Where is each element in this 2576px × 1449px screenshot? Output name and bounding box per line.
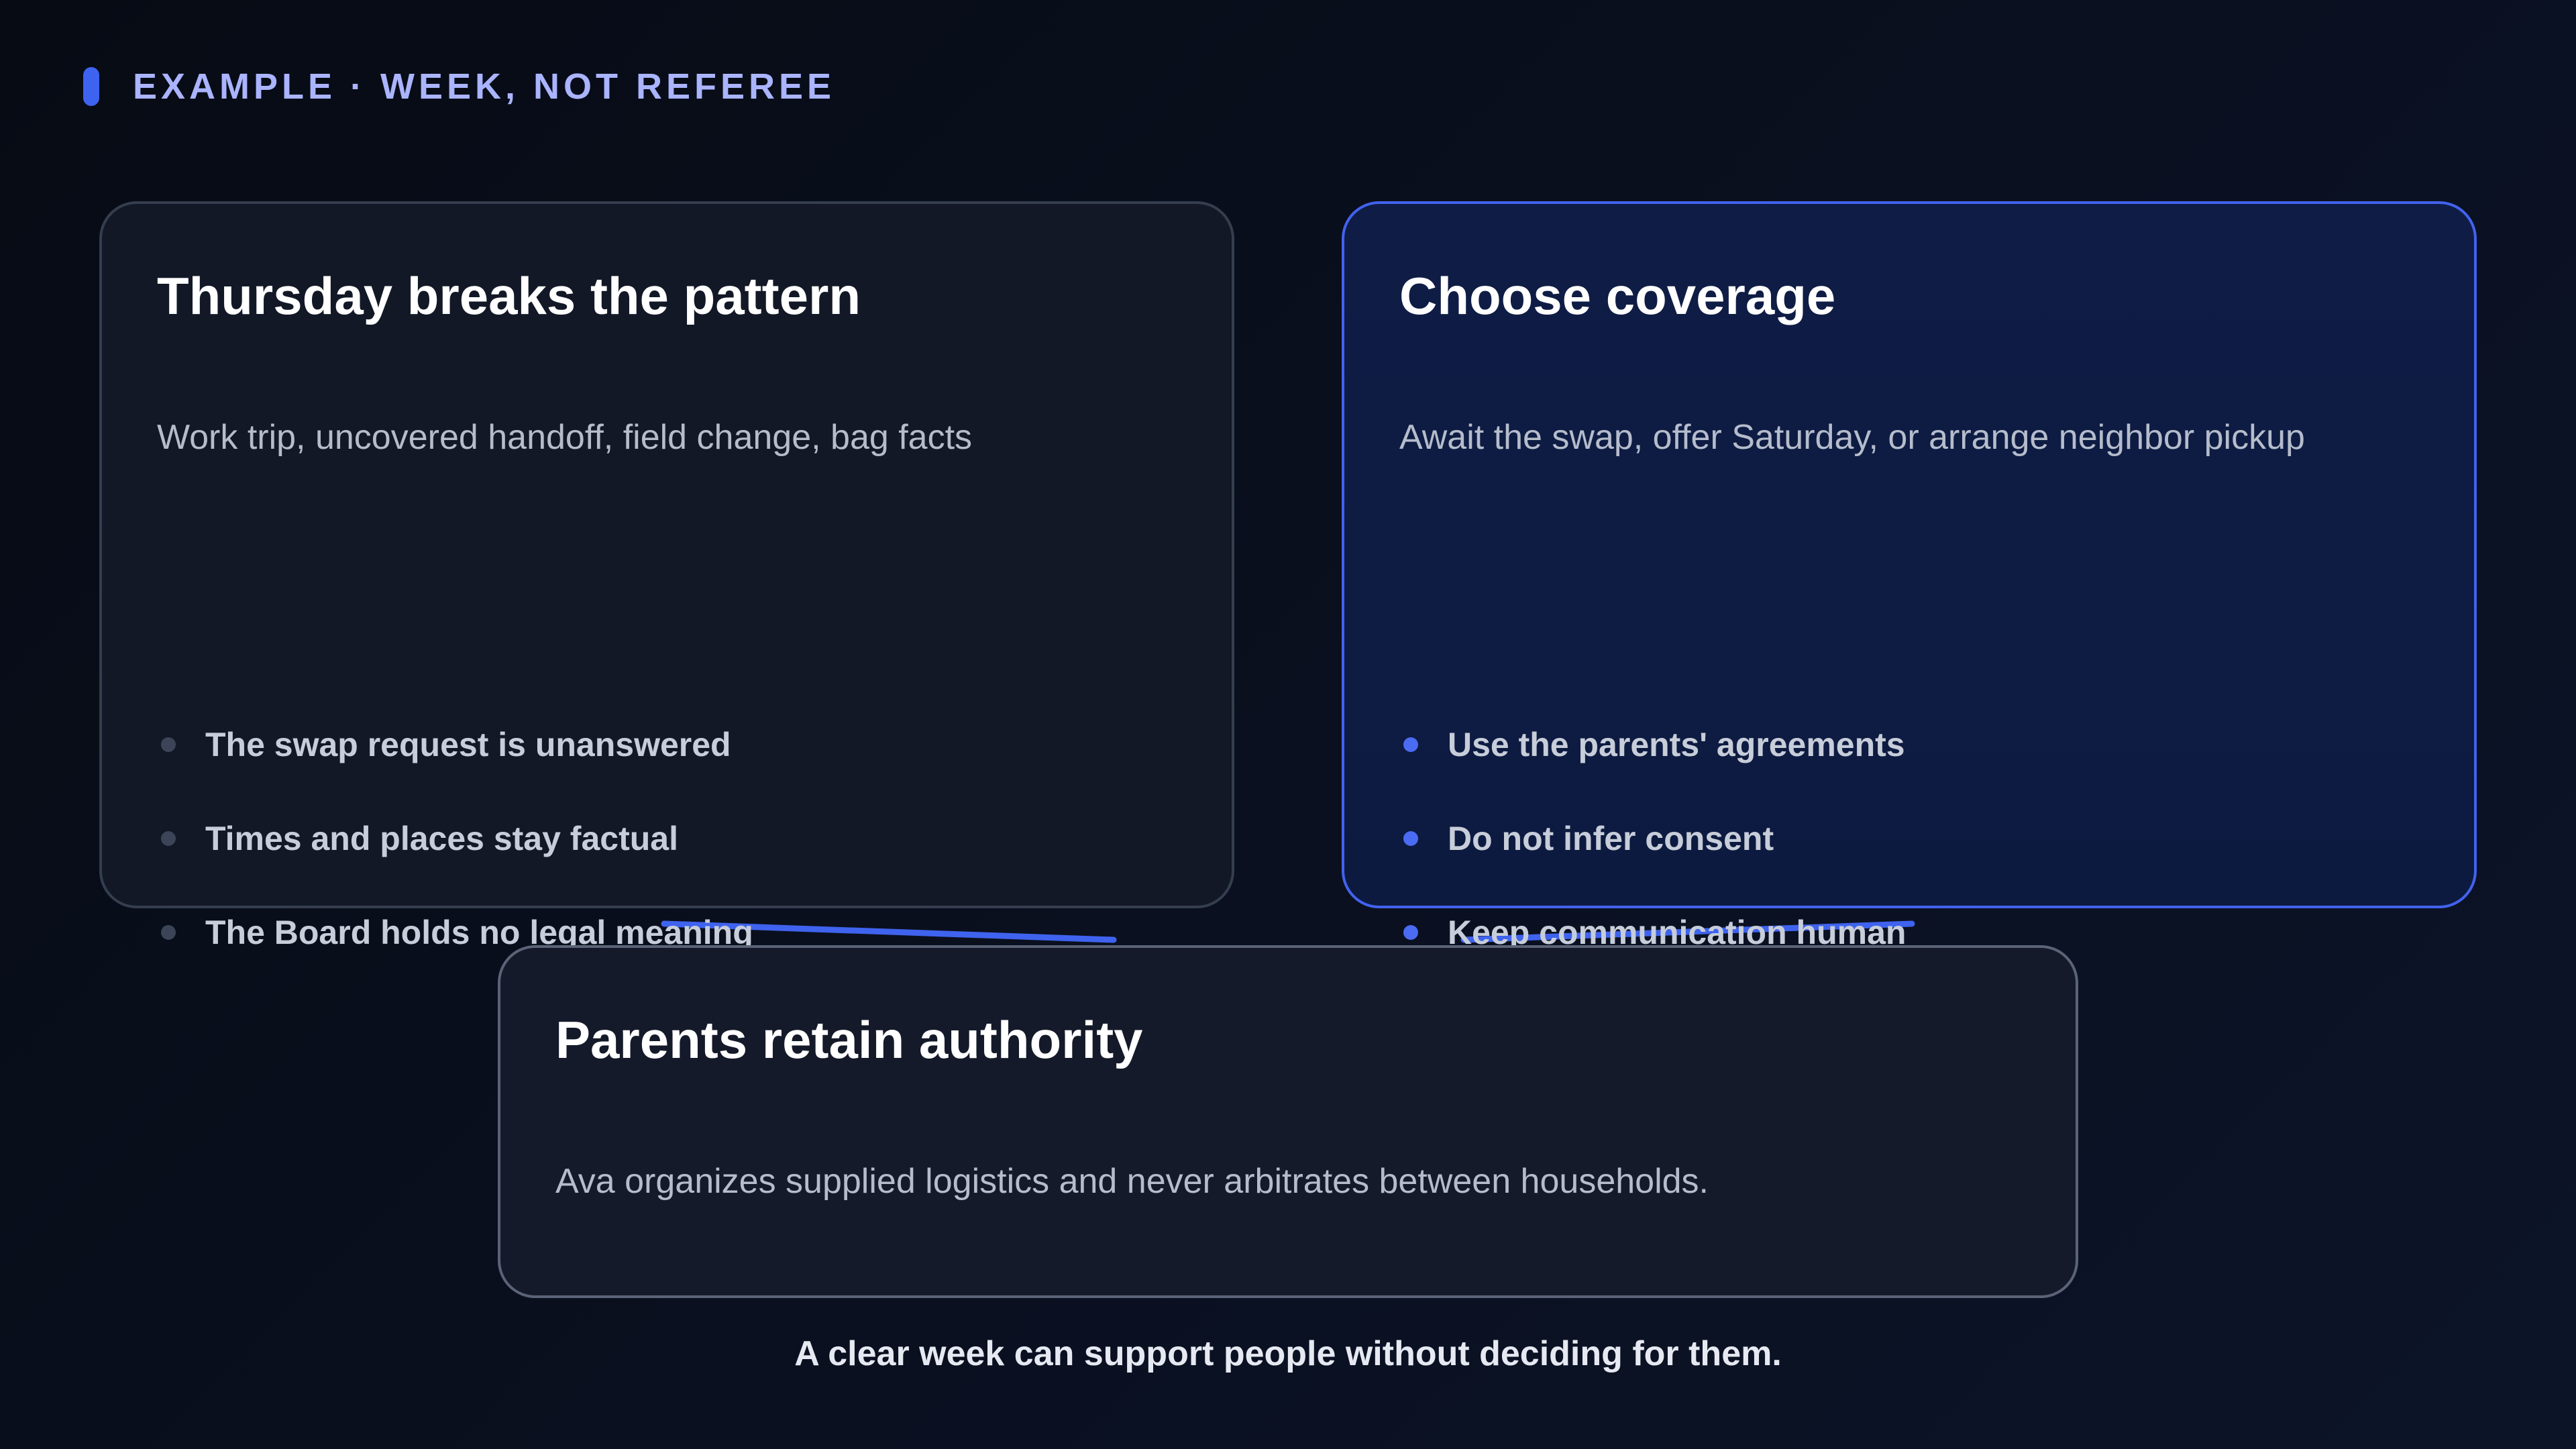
footer-caption: A clear week can support people without … (794, 1334, 1782, 1373)
card-title: Thursday breaks the pattern (157, 266, 861, 325)
card-subtitle: Work trip, uncovered handoff, field chan… (157, 418, 973, 457)
bullet-text: Times and places stay factual (205, 820, 678, 857)
card-title: Choose coverage (1399, 266, 1836, 325)
section-eyebrow: EXAMPLE · WEEK, NOT REFEREE (83, 66, 835, 107)
bullet-dot-icon (161, 831, 176, 846)
bullet-text: Do not infer consent (1448, 820, 1774, 857)
bullet-text: Use the parents' agreements (1448, 726, 1905, 763)
list-item: The Board holds no legal meaning (157, 885, 753, 979)
list-item: Keep communication human (1399, 885, 1906, 979)
bullet-text: The swap request is unanswered (205, 726, 731, 763)
bullet-dot-icon (1403, 925, 1418, 940)
list-item: The swap request is unanswered (157, 698, 753, 792)
bullet-dot-icon (1403, 831, 1418, 846)
bullet-list: The swap request is unanswered Times and… (157, 698, 753, 979)
card-title: Parents retain authority (555, 1010, 1143, 1069)
list-item: Use the parents' agreements (1399, 698, 1906, 792)
list-item: Times and places stay factual (157, 792, 753, 885)
card-authority: Parents retain authority Ava organizes s… (498, 945, 2078, 1298)
bullet-dot-icon (1403, 737, 1418, 752)
eyebrow-label: EXAMPLE · WEEK, NOT REFEREE (133, 66, 836, 107)
list-item: Do not infer consent (1399, 792, 1906, 885)
bullet-text: The Board holds no legal meaning (205, 914, 753, 951)
card-subtitle: Ava organizes supplied logistics and nev… (555, 1162, 1709, 1201)
card-thursday: Thursday breaks the pattern Work trip, u… (99, 201, 1234, 951)
bullet-text: Keep communication human (1448, 914, 1907, 951)
bullet-dot-icon (161, 737, 176, 752)
accent-bar-icon (83, 67, 99, 106)
card-coverage: Choose coverage Await the swap, offer Sa… (1342, 201, 2477, 951)
card-subtitle: Await the swap, offer Saturday, or arran… (1399, 418, 2305, 457)
bullet-dot-icon (161, 925, 176, 940)
bullet-list: Use the parents' agreements Do not infer… (1399, 698, 1906, 979)
